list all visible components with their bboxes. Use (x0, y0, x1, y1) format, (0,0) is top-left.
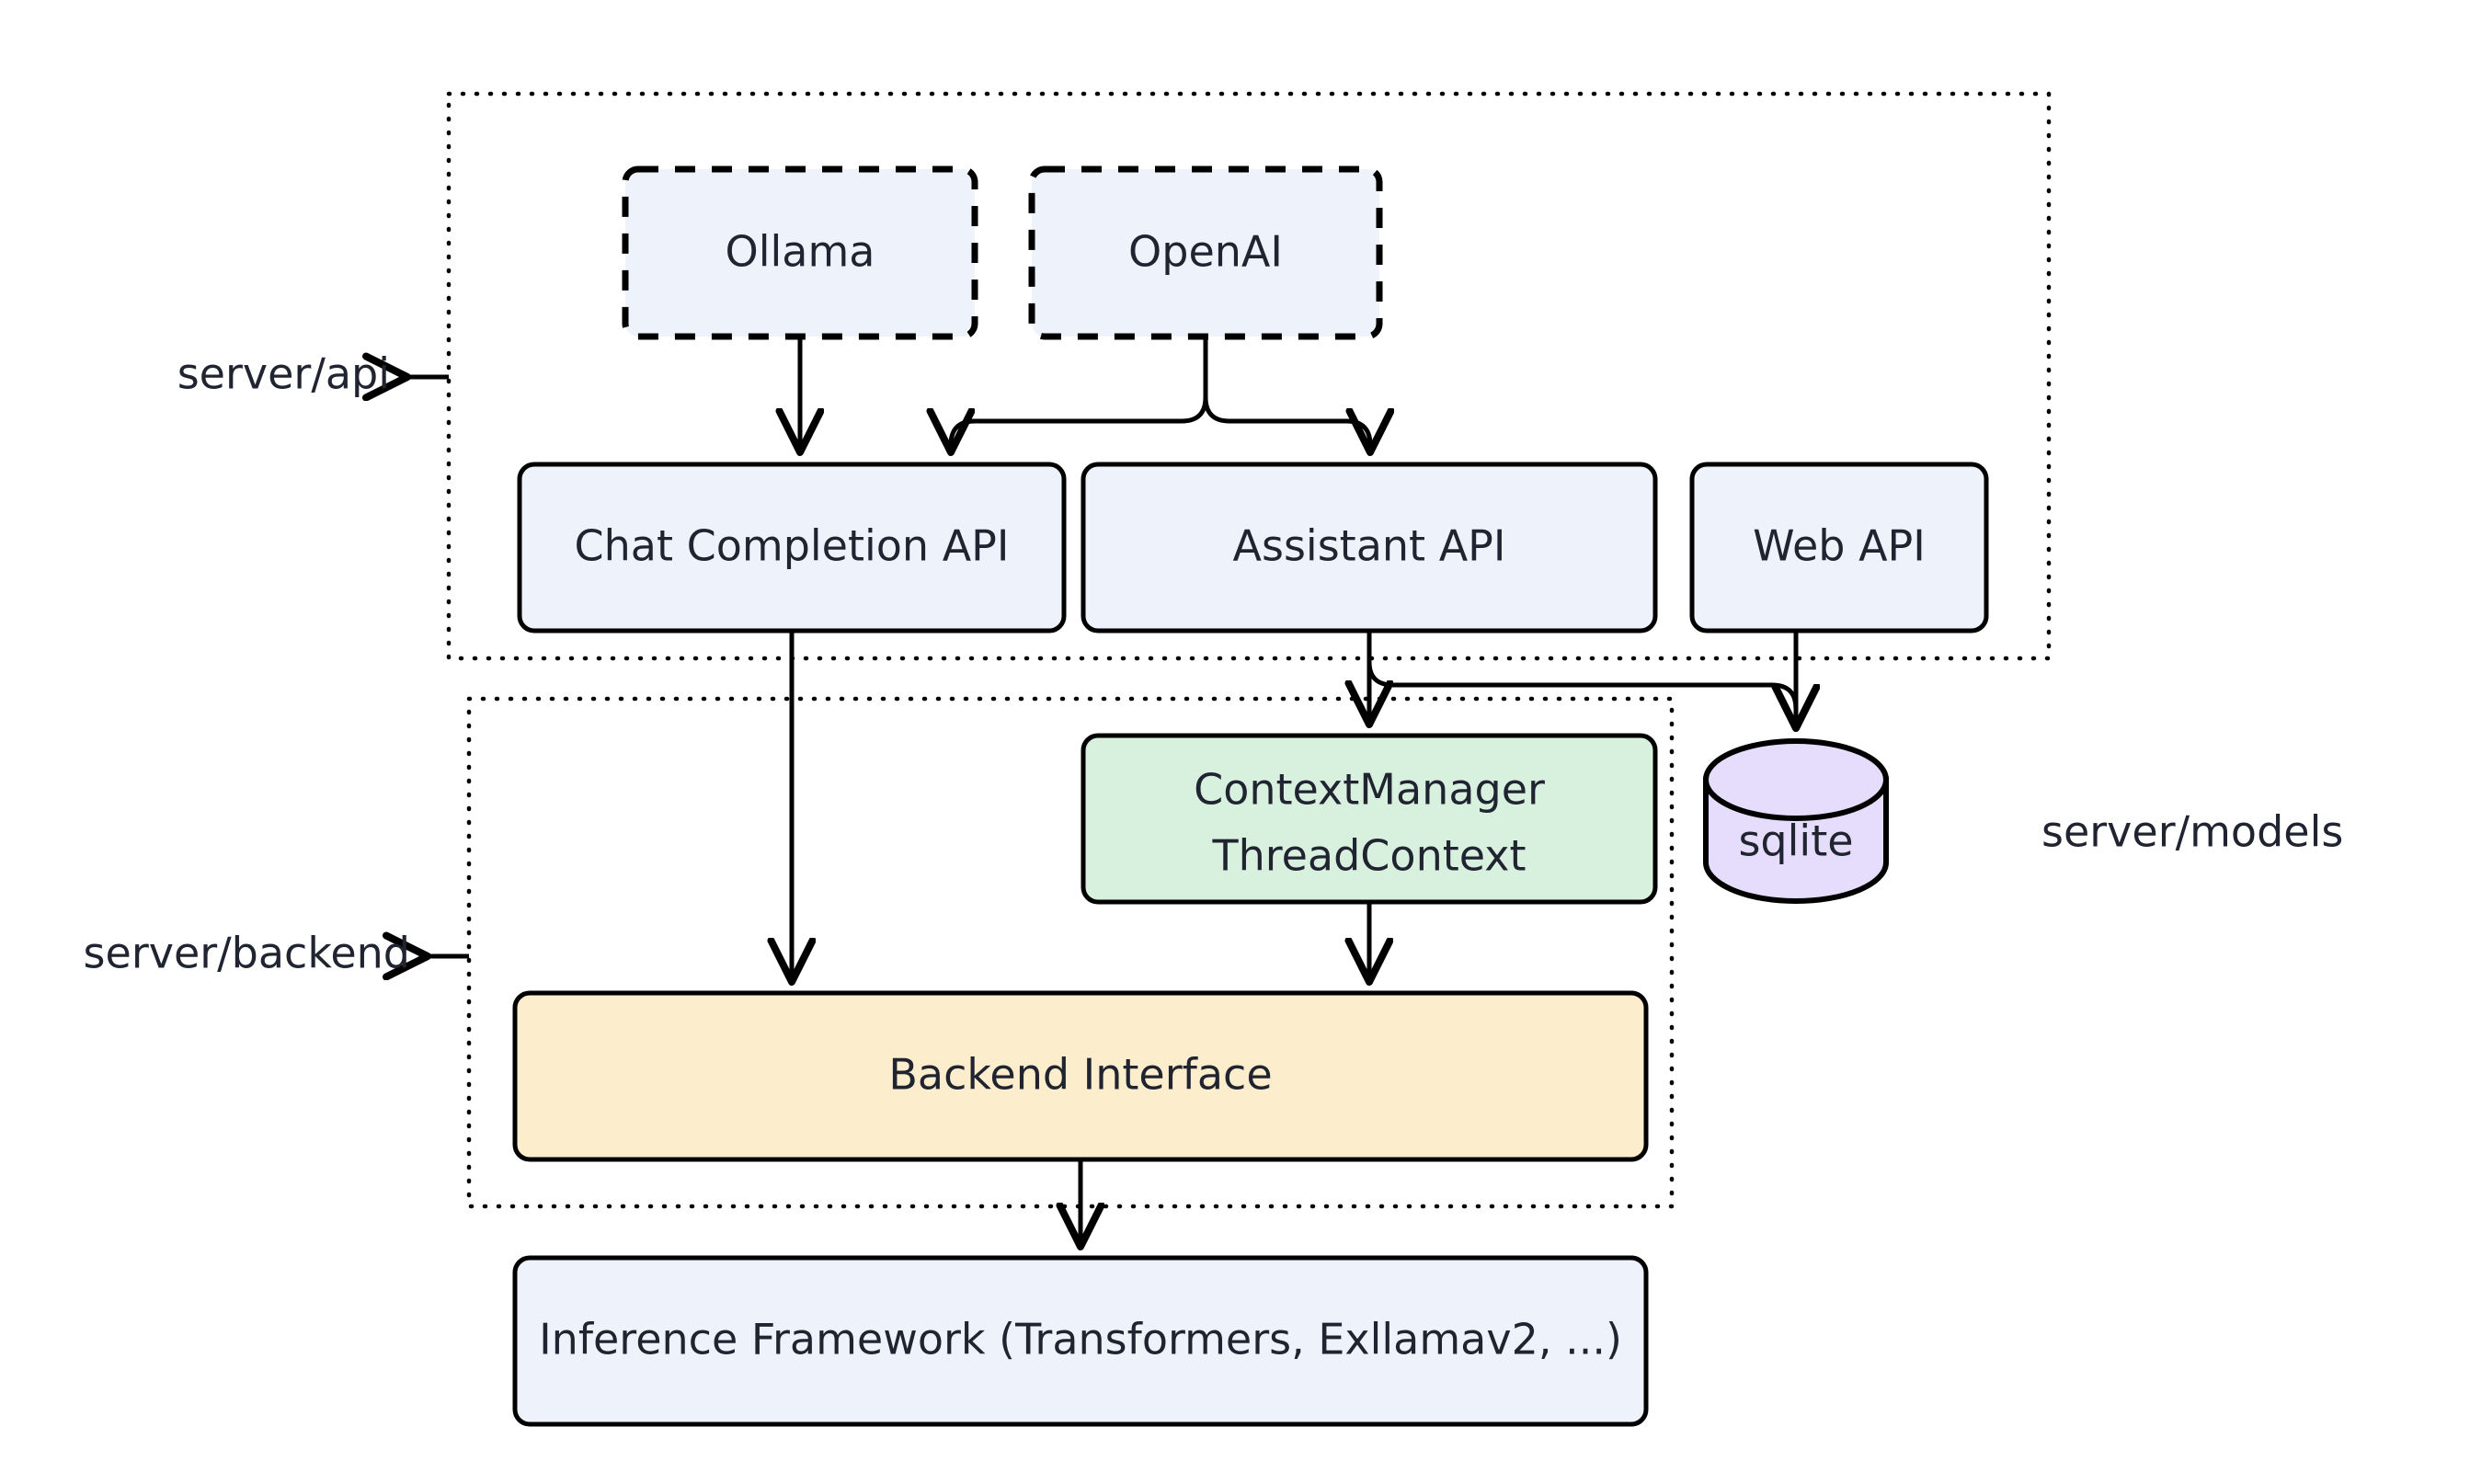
node-chat-completion-api-rect (517, 462, 1067, 634)
group-label-api: server/api (177, 349, 390, 399)
side-label-models: server/models (2041, 807, 2343, 857)
node-chat-completion-api-label: Chat Completion API (575, 521, 1010, 571)
node-inference-framework[interactable]: Inference Framework (Transformers, Exlla… (512, 1255, 1649, 1427)
node-openai-rect (1028, 166, 1383, 340)
edge-openai-to-chat-completion-api (951, 337, 1208, 451)
node-web-api-label: Web API (1753, 521, 1926, 571)
node-context-manager-label-line-2: ThreadContext (1211, 831, 1526, 881)
edge-openai-to-assistant-api (1203, 337, 1370, 451)
edge-assistant-api-to-sqlite (1367, 631, 1796, 726)
node-backend-interface-label: Backend Interface (888, 1050, 1272, 1100)
node-openai[interactable]: OpenAI (1028, 166, 1383, 340)
sqlite-cylinder-top (1703, 738, 1889, 821)
node-web-api-rect (1689, 462, 1989, 634)
node-assistant-api[interactable]: Assistant API (1081, 462, 1658, 634)
node-backend-interface[interactable]: Backend Interface (512, 990, 1649, 1162)
node-context-manager[interactable]: ContextManager ThreadContext (1081, 733, 1658, 905)
group-pointer-api: server/api (177, 349, 449, 399)
group-label-models: server/models (2041, 807, 2343, 857)
node-context-manager-label-line-1: ContextManager (1194, 765, 1545, 815)
node-ollama-label: Ollama (726, 227, 875, 277)
node-inference-framework-rect (512, 1255, 1649, 1427)
node-sqlite-label: sqlite (1738, 816, 1853, 866)
node-inference-framework-label: Inference Framework (Transformers, Exlla… (539, 1315, 1622, 1364)
node-ollama[interactable]: Ollama (622, 166, 978, 340)
node-ollama-rect (622, 166, 978, 340)
node-sqlite[interactable]: sqlite (1703, 738, 1889, 904)
node-chat-completion-api[interactable]: Chat Completion API (517, 462, 1067, 634)
group-pointer-backend: server/backend (84, 929, 469, 978)
group-frame-api (446, 91, 2052, 661)
group-label-backend: server/backend (84, 929, 410, 978)
node-assistant-api-label: Assistant API (1233, 521, 1506, 571)
node-openai-label: OpenAI (1128, 227, 1283, 277)
node-assistant-api-rect (1081, 462, 1658, 634)
node-web-api[interactable]: Web API (1689, 462, 1989, 634)
node-backend-interface-rect (512, 990, 1649, 1162)
node-context-manager-rect (1081, 733, 1658, 905)
